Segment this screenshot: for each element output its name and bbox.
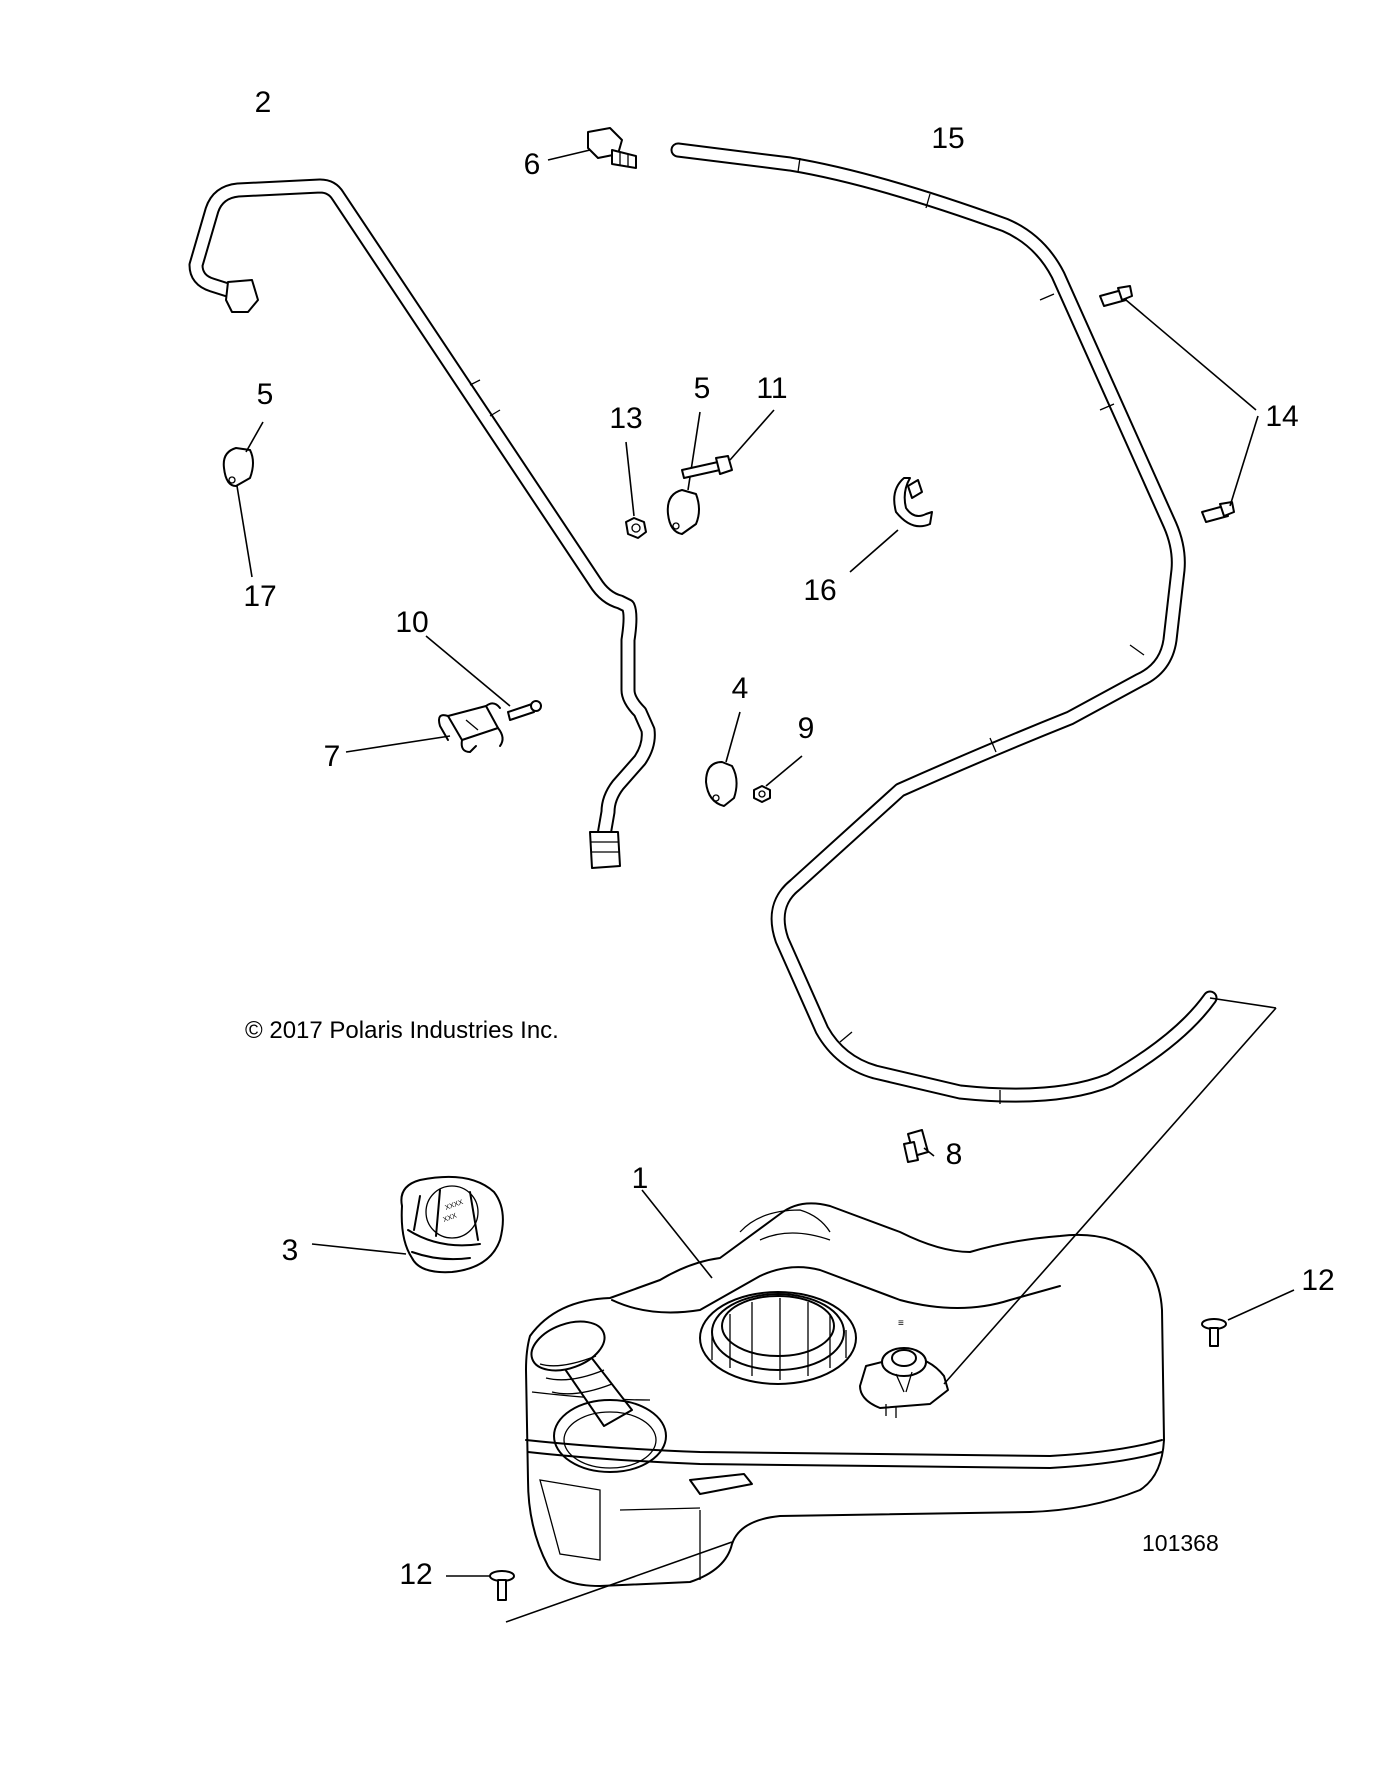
callout-10: 10: [395, 606, 428, 639]
hose-connector: [547, 127, 637, 169]
callout-15: 15: [931, 122, 964, 155]
svg-text:XXX: XXX: [442, 1212, 458, 1223]
nut-small: [753, 755, 803, 803]
fuel-cap: XXXX XXX: [311, 1175, 504, 1274]
callout-16: 16: [803, 574, 836, 607]
copyright-notice: © 2017 Polaris Industries Inc.: [245, 1017, 559, 1044]
callout-14: 14: [1265, 400, 1298, 433]
svg-text:≡: ≡: [898, 1318, 904, 1329]
long-vent-hose: [670, 142, 1218, 1104]
figure-number: 101368: [1142, 1530, 1219, 1556]
callout-2: 2: [255, 86, 272, 119]
hose-clip-left: [222, 421, 264, 578]
callout-4: 4: [732, 672, 749, 705]
bolt: [681, 409, 775, 479]
callout-1: 1: [632, 1162, 649, 1195]
bracket: [345, 702, 504, 753]
callout-8: 8: [946, 1138, 963, 1171]
callout-17: 17: [243, 580, 276, 613]
screw: [425, 635, 542, 721]
callout-9: 9: [798, 712, 815, 745]
push-rivet-right: [1201, 1289, 1295, 1347]
hose-retainer-clips: [1099, 285, 1259, 523]
callout-13: 13: [609, 402, 642, 435]
nut: [625, 441, 647, 539]
retainer-clip-lower: [903, 1129, 935, 1163]
callout-11: 11: [756, 372, 787, 405]
fuel-tank: ≡: [525, 997, 1277, 1587]
push-rivet-left: [446, 1541, 733, 1623]
callout-3: 3: [282, 1234, 299, 1267]
hose-holder-clip: [849, 477, 933, 573]
callout-6: 6: [524, 148, 541, 181]
callout-7: 7: [324, 740, 341, 773]
p-clamp: [705, 711, 741, 807]
callout-5-center: 5: [694, 372, 711, 405]
callout-5-left: 5: [257, 378, 274, 411]
callout-12-left: 12: [399, 1558, 432, 1591]
callout-12-right: 12: [1301, 1264, 1334, 1297]
hose-upper-left: [188, 178, 656, 869]
